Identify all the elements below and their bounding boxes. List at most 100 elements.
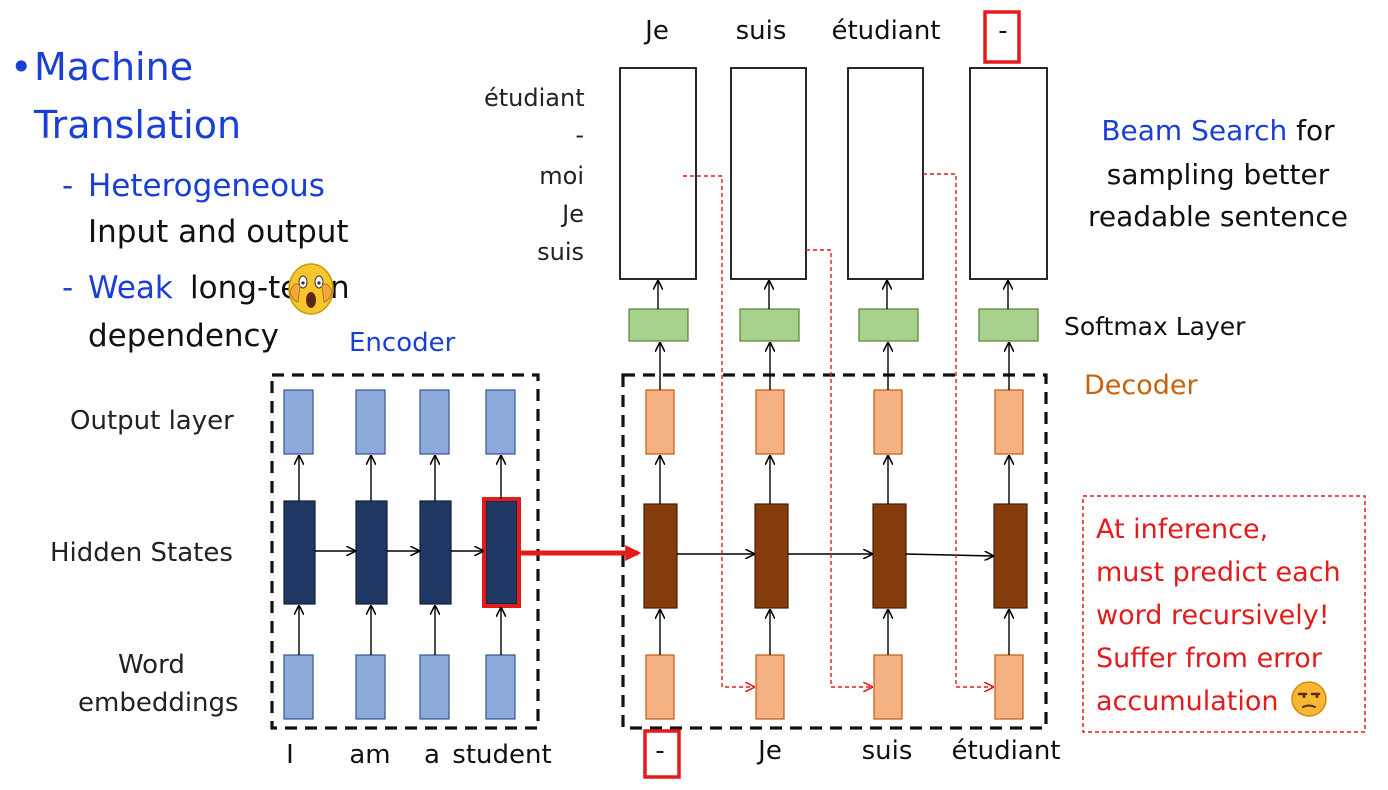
- beam-search-line3: readable sentence: [1087, 200, 1349, 233]
- vocab-label: moi: [539, 162, 584, 190]
- softmax-cell: [858, 308, 919, 342]
- encoder-input-word: I: [286, 740, 294, 770]
- decoder-output-word: suis: [735, 16, 787, 46]
- context-vector-highlight: [482, 497, 521, 608]
- hidden-states-label: Hidden States: [50, 538, 233, 568]
- vocab-label: suis: [537, 238, 584, 266]
- probability-value: 0.1: [986, 159, 1030, 190]
- encoder-box: [270, 373, 540, 730]
- decoder-hidden-cell: [993, 503, 1028, 609]
- sub-bullet-2-line2: dependency: [88, 318, 279, 354]
- probability-value: 0.1: [746, 197, 790, 228]
- sub-bullet-dash-1: -: [62, 168, 74, 204]
- encoder-embedding-cell: [419, 654, 450, 720]
- encoder-embedding-cell: [485, 654, 516, 720]
- probability-value: 0.1: [986, 82, 1030, 113]
- decoder-input-word: -: [655, 736, 665, 766]
- probability-value: 0.3: [636, 159, 680, 190]
- decoder-output-cell: [873, 389, 903, 455]
- encoder-input-word: a: [424, 740, 440, 770]
- probability-value: 0.1: [746, 82, 790, 113]
- probability-value: 0.1: [746, 159, 790, 190]
- softmax-cell: [739, 308, 800, 342]
- vocab-label: Je: [562, 200, 584, 228]
- encoder-hidden-cell: [419, 500, 452, 605]
- beam-search-line1: Beam Search for: [1078, 110, 1358, 152]
- probability-value: 0.1: [636, 235, 680, 266]
- encoder-input-word: student: [452, 740, 552, 770]
- encoder-output-cell: [283, 389, 314, 455]
- inference-note-line: At inference,: [1096, 514, 1269, 545]
- decoder-output-word: Je: [645, 16, 669, 46]
- decoder-box: [621, 373, 1048, 730]
- probability-value: 0.1: [862, 235, 906, 266]
- output-layer-label: Output layer: [70, 406, 234, 436]
- probability-value: 0.1: [986, 197, 1030, 228]
- probability-value: 0.1: [746, 119, 790, 150]
- softmax-cell: [978, 308, 1039, 342]
- encoder-output-cell: [355, 389, 386, 455]
- encoder-hidden-cell: [283, 500, 316, 605]
- decoder-hidden-cell: [643, 503, 678, 609]
- decoder-output-cell: [994, 389, 1024, 455]
- softmax-cell: [628, 308, 689, 342]
- decoder-label: Decoder: [1084, 370, 1198, 401]
- probability-value: 0.1: [862, 159, 906, 190]
- decoder-hidden-cell: [872, 503, 907, 609]
- probability-value: 0.6: [984, 119, 1032, 150]
- softmax-layer-label: Softmax Layer: [1064, 312, 1246, 341]
- probability-value: 0.1: [636, 119, 680, 150]
- encoder-embedding-cell: [283, 654, 314, 720]
- beam-search-highlight: Beam Search: [1101, 114, 1288, 147]
- probability-value: 0.6: [744, 235, 792, 266]
- probability-value: 0.5: [860, 82, 908, 113]
- vocab-label: étudiant: [484, 84, 585, 112]
- word-embeddings-label-2: embeddings: [78, 688, 239, 718]
- decoder-output-cell: [645, 389, 675, 455]
- probability-value: 0.1: [862, 197, 906, 228]
- probability-value: 0.2: [862, 119, 906, 150]
- encoder-hidden-cell: [355, 500, 388, 605]
- encoder-columns: [283, 389, 521, 720]
- probability-value: 0.4: [634, 197, 682, 228]
- encoder-output-cell: [485, 389, 516, 455]
- inference-note-line: accumulation: [1096, 686, 1279, 717]
- beam-search-line1-rest: for: [1287, 114, 1335, 147]
- probability-value: 0.1: [636, 82, 680, 113]
- probability-value: 0.1: [986, 235, 1030, 266]
- decoder-input-word: étudiant: [951, 736, 1061, 766]
- encoder-embedding-cell: [355, 654, 386, 720]
- encoder-hidden-cell: [485, 500, 518, 605]
- sub-bullet-1-highlight: Heterogeneous: [88, 168, 325, 204]
- sub-bullet-2-rest-end: n: [330, 270, 350, 306]
- encoder-output-cell: [419, 389, 450, 455]
- decoder-input-word: Je: [758, 736, 782, 766]
- decoder-hidden-cell: [754, 503, 789, 609]
- inference-note-line: word recursively!: [1096, 600, 1330, 631]
- inference-note-line: Suffer from error: [1096, 643, 1322, 674]
- bullet-title-line2: Translation: [34, 103, 242, 147]
- unamused-face-icon: [1291, 681, 1327, 717]
- decoder-output-word: étudiant: [831, 16, 941, 46]
- encoder-label: Encoder: [349, 328, 456, 358]
- sub-bullet-2-rest: long-te: [190, 270, 300, 306]
- beam-search-line2: sampling better: [1106, 158, 1330, 191]
- sub-bullet-dash-2: -: [62, 270, 74, 306]
- decoder-embedding-cell: [994, 654, 1024, 720]
- sub-bullet-1-line2: Input and output: [88, 214, 349, 250]
- decoder-output-cell: [755, 389, 785, 455]
- decoder-embedding-cell: [645, 654, 675, 720]
- decoder-embedding-cell: [873, 654, 903, 720]
- decoder-embedding-cell: [755, 654, 785, 720]
- bullet-dot: •: [10, 45, 33, 89]
- bullet-title-line1: Machine: [34, 45, 194, 89]
- inference-note-line: must predict each: [1096, 557, 1341, 588]
- decoder-columns: [643, 389, 1028, 720]
- word-embeddings-label-1: Word: [118, 650, 185, 680]
- encoder-input-word: am: [349, 740, 391, 770]
- sub-bullet-2-highlight: Weak: [88, 270, 173, 306]
- scream-emoji-icon: [288, 263, 334, 315]
- vocab-label: -: [575, 121, 584, 149]
- decoder-input-word: suis: [861, 736, 913, 766]
